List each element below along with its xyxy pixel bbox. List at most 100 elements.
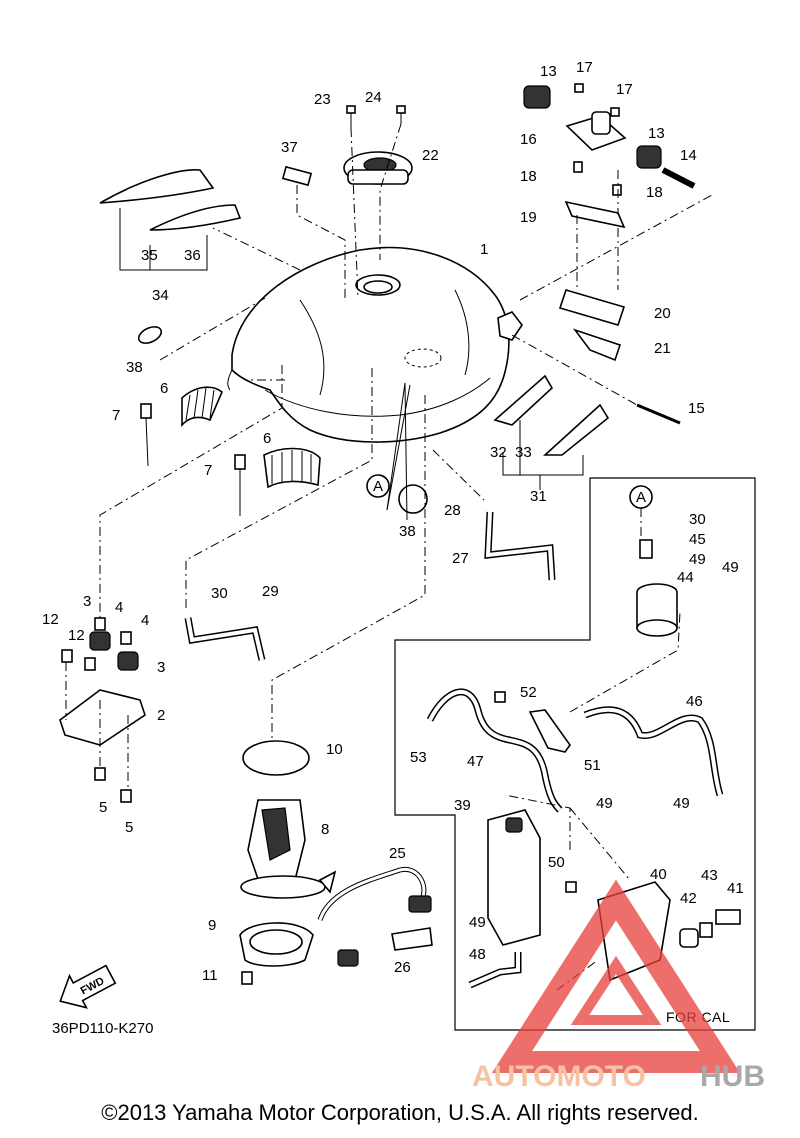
collar-4-left (94, 617, 106, 631)
callout-18b: 18 (646, 184, 663, 201)
callout-31: 31 (530, 488, 547, 505)
bracket-21 (572, 328, 622, 362)
pad-38-bottom (398, 484, 428, 514)
callout-37: 37 (281, 139, 298, 156)
for-cal-box (394, 477, 756, 1031)
bolt-41 (715, 909, 741, 925)
damper-13-left (523, 85, 551, 109)
hose-45 (639, 539, 653, 559)
bolt-50 (565, 881, 577, 893)
callout-45: 45 (689, 531, 706, 548)
callout-9: 9 (208, 917, 216, 934)
callout-6b: 6 (263, 430, 271, 447)
callout-29: 29 (262, 583, 279, 600)
bolt-24 (396, 105, 406, 124)
bolt-15 (636, 403, 681, 425)
bolt-5-left (94, 767, 106, 781)
callout-25: 25 (389, 845, 406, 862)
callout-44: 44 (677, 569, 694, 586)
bracket-51 (528, 709, 571, 753)
fuel-pump-8 (240, 799, 337, 899)
callout-21: 21 (654, 340, 671, 357)
callout-5b: 5 (125, 819, 133, 836)
callout-18a: 18 (520, 168, 537, 185)
callout-3a: 3 (83, 593, 91, 610)
callout-35: 35 (141, 247, 158, 264)
callout-17a: 17 (576, 59, 593, 76)
callout-40: 40 (650, 866, 667, 883)
bolt-12-left (61, 649, 73, 663)
callout-34: 34 (152, 287, 169, 304)
bracket-2 (59, 689, 146, 746)
callout-47: 47 (467, 753, 484, 770)
callout-10: 10 (326, 741, 343, 758)
holder-26 (391, 927, 433, 951)
cover-32 (493, 374, 554, 426)
callouts: 1 2 3 3 4 4 5 5 6 6 7 7 8 9 10 11 12 12 … (42, 59, 744, 984)
ref-a-circle-1 (366, 474, 390, 498)
gasket-10 (242, 740, 310, 776)
plate-20 (558, 289, 626, 326)
callout-24: 24 (365, 89, 382, 106)
plate-9 (239, 922, 314, 967)
callout-13a: 13 (540, 63, 557, 80)
collar-42 (679, 928, 699, 948)
bolt-12-right (84, 657, 96, 671)
callout-22: 22 (422, 147, 439, 164)
callout-11: 11 (202, 967, 218, 984)
callout-53: 53 (410, 749, 427, 766)
clamp-7-upper (140, 403, 152, 467)
collar-18-left (573, 161, 583, 173)
callout-51: 51 (584, 757, 601, 774)
callout-30a: 30 (211, 585, 228, 602)
callout-4b: 4 (141, 612, 149, 629)
callout-8: 8 (321, 821, 329, 838)
callout-20: 20 (654, 305, 671, 322)
side-cover-35 (99, 168, 215, 204)
label-37 (281, 165, 313, 187)
callout-49d: 49 (673, 795, 690, 812)
watermark-text-1: AUTOMOTO (472, 1060, 646, 1093)
callout-13b: 13 (648, 125, 665, 142)
washer-43 (699, 922, 713, 938)
callout-43: 43 (701, 867, 718, 884)
collar-18-right (612, 184, 622, 196)
collar-17-left (574, 83, 584, 93)
callout-38a: 38 (126, 359, 143, 376)
watermark-logo: AUTOMOTO HUB (472, 879, 765, 1093)
connector-25 (337, 949, 359, 967)
valve-44 (636, 583, 678, 637)
callout-38b: 38 (399, 523, 416, 540)
callout-49a: 49 (689, 551, 706, 568)
callout-2: 2 (157, 707, 165, 724)
callout-50: 50 (548, 854, 565, 871)
bolt-11 (241, 971, 253, 985)
callout-16: 16 (520, 131, 537, 148)
callout-12b: 12 (68, 627, 85, 644)
callout-52: 52 (520, 684, 537, 701)
collar-4-right (120, 631, 132, 645)
hose-47 (426, 688, 563, 813)
ref-a-label-1: A (373, 478, 383, 495)
callout-12a: 12 (42, 611, 59, 628)
callout-49e: 49 (469, 914, 486, 931)
pad-19 (564, 200, 626, 229)
bolt-52 (494, 691, 506, 703)
collar-17-right (610, 107, 620, 117)
callout-14: 14 (680, 147, 697, 164)
callout-19: 19 (520, 209, 537, 226)
diagram-code: 36PD110-K270 (52, 1020, 153, 1037)
damper-6-upper (181, 386, 223, 428)
canister-39 (487, 809, 541, 946)
cover-33 (542, 403, 610, 456)
side-cover-36 (149, 204, 242, 231)
fuel-tank (227, 246, 523, 443)
callout-6a: 6 (160, 380, 168, 397)
callout-15: 15 (688, 400, 705, 417)
pin-14 (661, 167, 696, 189)
harness-25 (317, 866, 427, 921)
callout-46: 46 (686, 693, 703, 710)
callout-30b: 30 (689, 511, 706, 528)
callout-7b: 7 (204, 462, 212, 479)
watermark-text-2: HUB (700, 1060, 765, 1093)
